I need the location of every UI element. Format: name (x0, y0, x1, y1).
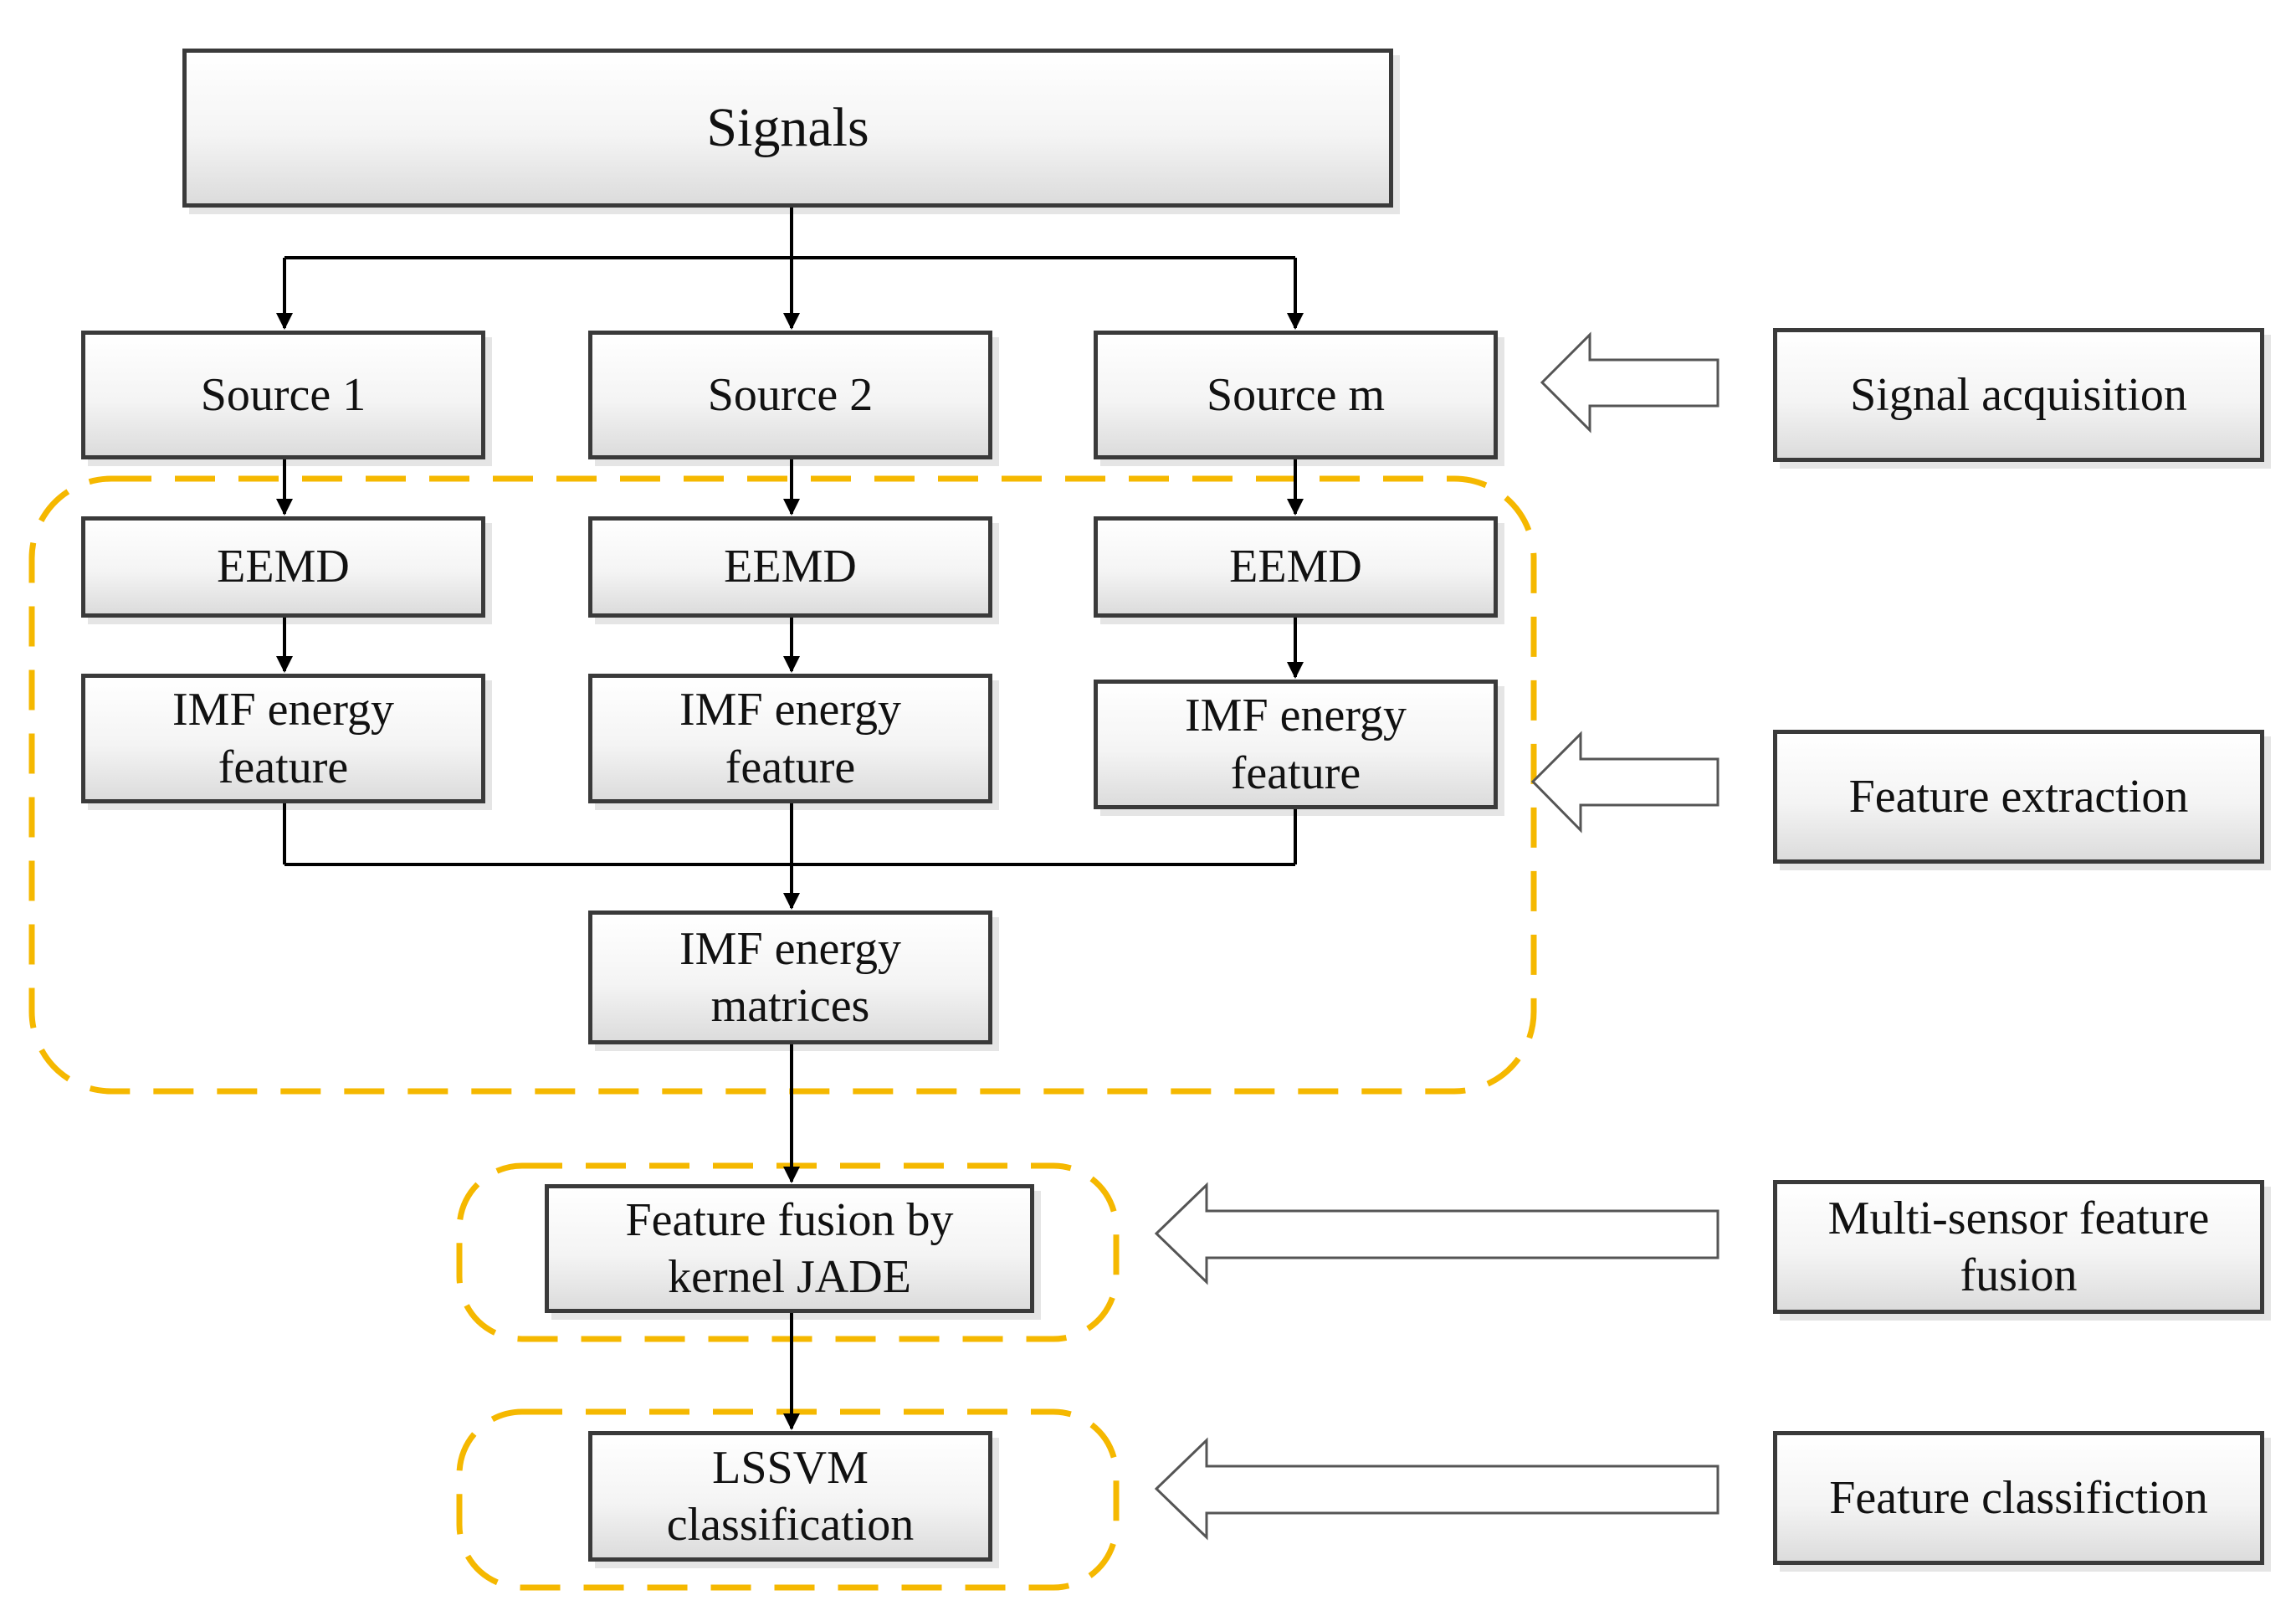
node-source-m: Source m (1094, 331, 1498, 459)
fusion-group-outline (456, 1162, 1120, 1342)
node-imf-feature-2: IMF energy feature (588, 674, 992, 803)
node-imf-feature-2-label: IMF energy feature (679, 684, 901, 793)
node-source-m-label: Source m (1206, 368, 1386, 421)
hollow-arrow-classification (1154, 1437, 1719, 1541)
node-imf-feature-m-label: IMF energy feature (1185, 690, 1407, 799)
node-source-1-label: Source 1 (200, 368, 366, 421)
node-source-2-label: Source 2 (707, 368, 874, 421)
feature-extraction-group-outline (28, 475, 1537, 1095)
stage-multi-sensor-fusion-label: Multi-sensor feature fusion (1827, 1192, 2210, 1301)
stage-feature-extraction-label: Feature extraction (1848, 770, 2189, 823)
hollow-arrow-feature-extraction (1530, 731, 1719, 834)
node-imf-feature-1: IMF energy feature (81, 674, 485, 803)
classification-group-outline (456, 1408, 1120, 1591)
node-eemd-m: EEMD (1094, 516, 1498, 618)
node-classification-label: LSSVM classification (666, 1441, 915, 1551)
stage-feature-classification-label: Feature classifiction (1829, 1471, 2208, 1524)
hollow-arrow-signal-acquisition (1540, 331, 1719, 433)
node-classification: LSSVM classification (588, 1431, 992, 1562)
node-imf-feature-1-label: IMF energy feature (172, 684, 394, 793)
node-imf-matrices: IMF energy matrices (588, 911, 992, 1044)
stage-feature-extraction: Feature extraction (1773, 730, 2264, 864)
hollow-arrow-fusion (1154, 1182, 1719, 1285)
node-eemd-1: EEMD (81, 516, 485, 618)
node-source-1: Source 1 (81, 331, 485, 459)
node-eemd-1-label: EEMD (217, 541, 350, 593)
node-fusion: Feature fusion by kernel JADE (545, 1184, 1034, 1313)
node-eemd-m-label: EEMD (1229, 541, 1362, 593)
stage-signal-acquisition-label: Signal acquisition (1850, 368, 2187, 421)
node-eemd-2: EEMD (588, 516, 992, 618)
node-source-2: Source 2 (588, 331, 992, 459)
node-signals: Signals (182, 49, 1393, 208)
stage-feature-classification: Feature classifiction (1773, 1431, 2264, 1565)
node-signals-label: Signals (706, 96, 869, 158)
node-imf-matrices-label: IMF energy matrices (679, 922, 901, 1032)
stage-signal-acquisition: Signal acquisition (1773, 328, 2264, 462)
stage-multi-sensor-fusion: Multi-sensor feature fusion (1773, 1180, 2264, 1314)
node-fusion-label: Feature fusion by kernel JADE (625, 1193, 954, 1303)
node-eemd-2-label: EEMD (724, 541, 857, 593)
node-imf-feature-m: IMF energy feature (1094, 680, 1498, 809)
